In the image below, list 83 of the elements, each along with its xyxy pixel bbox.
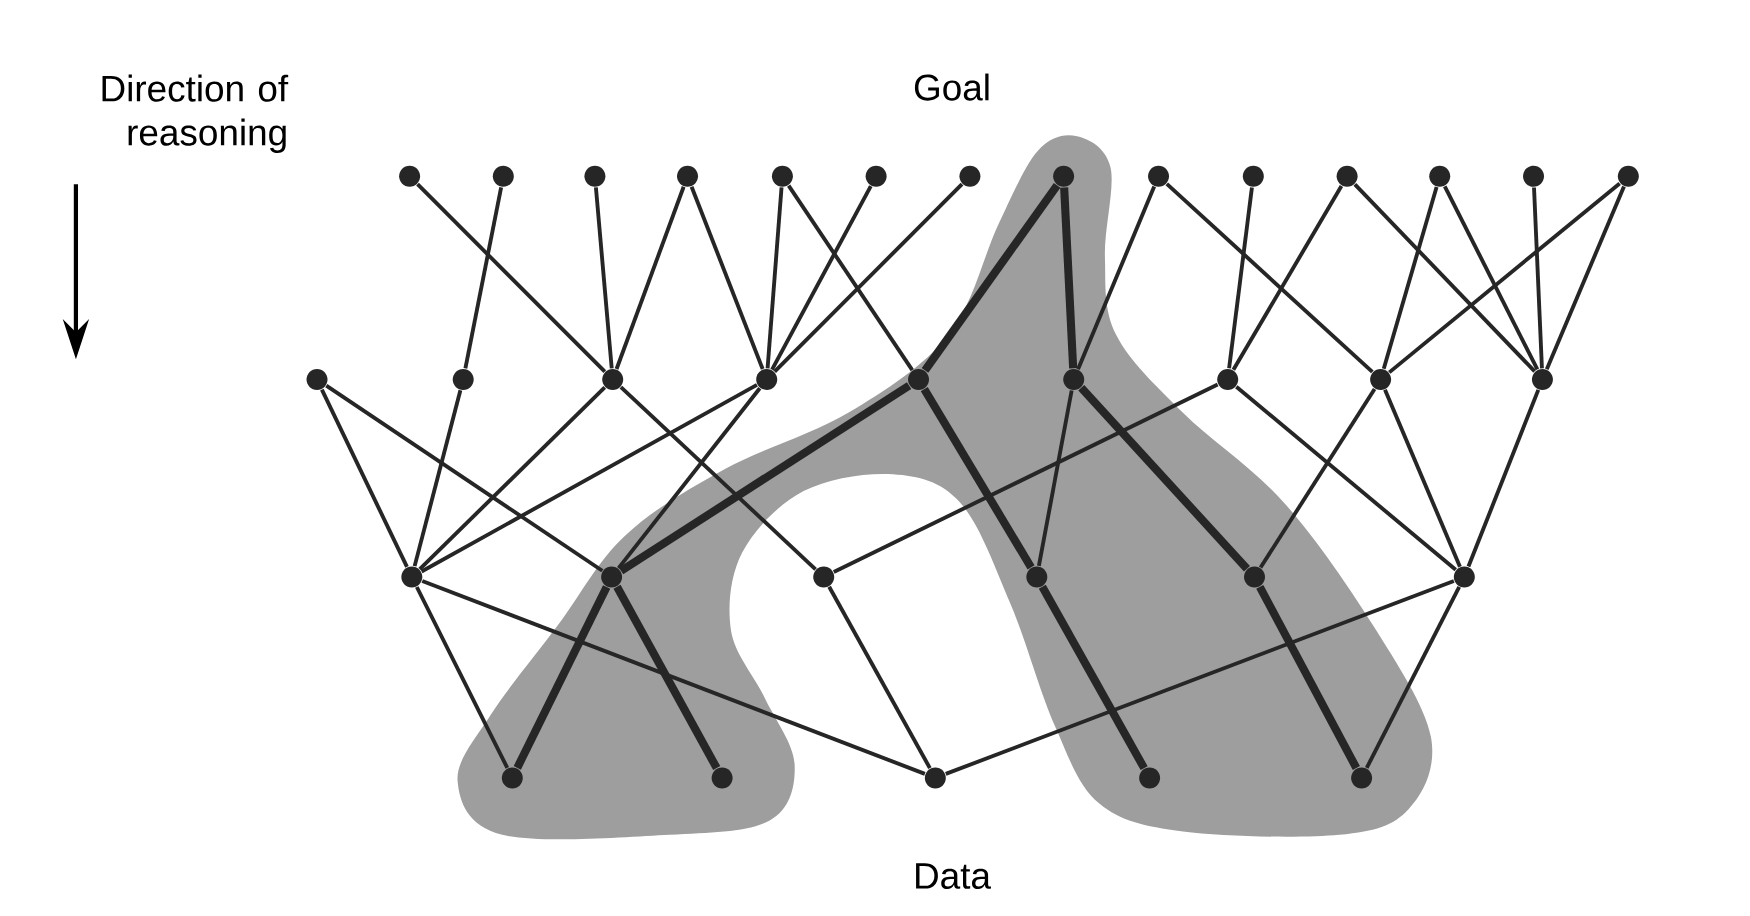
connector-line (618, 382, 912, 575)
node-dot (399, 165, 421, 187)
node-dot (452, 369, 474, 390)
connector-line (1381, 186, 1439, 370)
node-dot (306, 369, 328, 390)
node-dot (959, 165, 981, 187)
connector-line (1231, 184, 1344, 371)
connector-line (325, 384, 604, 573)
node-dot (771, 165, 793, 187)
node-dot (1370, 369, 1392, 390)
connector-line (619, 385, 817, 571)
node-dot (1429, 165, 1451, 187)
connector-line (1060, 187, 1078, 369)
node-dot (865, 165, 887, 187)
node-dot (756, 369, 778, 390)
node-dot (1063, 369, 1085, 390)
connector-line (613, 584, 721, 770)
connector-line (1466, 389, 1541, 568)
connector-line (1532, 187, 1544, 369)
connector-line (1165, 182, 1374, 374)
connector-line (415, 586, 510, 769)
node-dot (813, 566, 835, 588)
connector-line (420, 383, 758, 574)
connector-line (1076, 185, 1156, 370)
connector-line (1353, 183, 1537, 373)
node-dot (711, 767, 733, 789)
connector-line (1078, 385, 1250, 572)
node-dot (908, 369, 929, 390)
connector-line (513, 585, 611, 770)
connector-line (320, 388, 409, 568)
connector-line (832, 382, 1219, 574)
node-dot (924, 767, 946, 789)
label-text: Direction of reasoning (102, 74, 289, 153)
connector-line (1258, 387, 1377, 569)
connector-line (1036, 390, 1074, 567)
connector-line (773, 182, 964, 373)
connector-line (920, 387, 1035, 570)
connector-line (1383, 389, 1462, 568)
node-dot (1148, 165, 1169, 187)
connector-line (416, 182, 607, 373)
connector-line (412, 389, 463, 567)
node-dot (1453, 566, 1475, 588)
connector-line (1443, 185, 1540, 371)
connector-line (463, 186, 504, 369)
connector-line (421, 579, 926, 776)
connector-line (614, 186, 686, 370)
node-dot (501, 767, 523, 789)
node-dot (602, 369, 624, 390)
connector-line (1256, 584, 1360, 770)
node-dot (584, 165, 606, 187)
connector-line (593, 187, 614, 369)
connector-line (1227, 187, 1254, 369)
connector-line (1365, 586, 1461, 769)
node-dot (1053, 165, 1075, 187)
node-dot (1617, 165, 1639, 187)
connector-line (418, 385, 607, 571)
label-text: Goal (914, 73, 989, 101)
node-dot (1026, 566, 1048, 588)
node-dot (1139, 767, 1161, 789)
node-dot (1336, 165, 1358, 187)
connector-line (945, 579, 1455, 776)
label-text: Data (916, 863, 991, 889)
connector-line (1038, 584, 1148, 771)
connector-line (765, 187, 784, 369)
connector-line (921, 183, 1061, 373)
node-dot (401, 566, 423, 588)
connector-line (689, 186, 765, 370)
connector-line (827, 585, 932, 770)
connector-line (787, 184, 914, 372)
node-dot (677, 165, 698, 187)
connector-line (1235, 385, 1457, 572)
connector-line (1545, 185, 1626, 370)
node-dot (492, 165, 514, 187)
node-dot (1523, 165, 1545, 187)
node-dot (1531, 369, 1553, 390)
node-dot (1351, 767, 1373, 789)
connector-line (770, 185, 873, 371)
node-dot (1244, 566, 1265, 588)
node-dot (601, 566, 623, 588)
connector-line (617, 387, 762, 570)
connector-line (1388, 181, 1621, 374)
node-dot (1217, 369, 1239, 390)
node-dot (1242, 165, 1264, 187)
